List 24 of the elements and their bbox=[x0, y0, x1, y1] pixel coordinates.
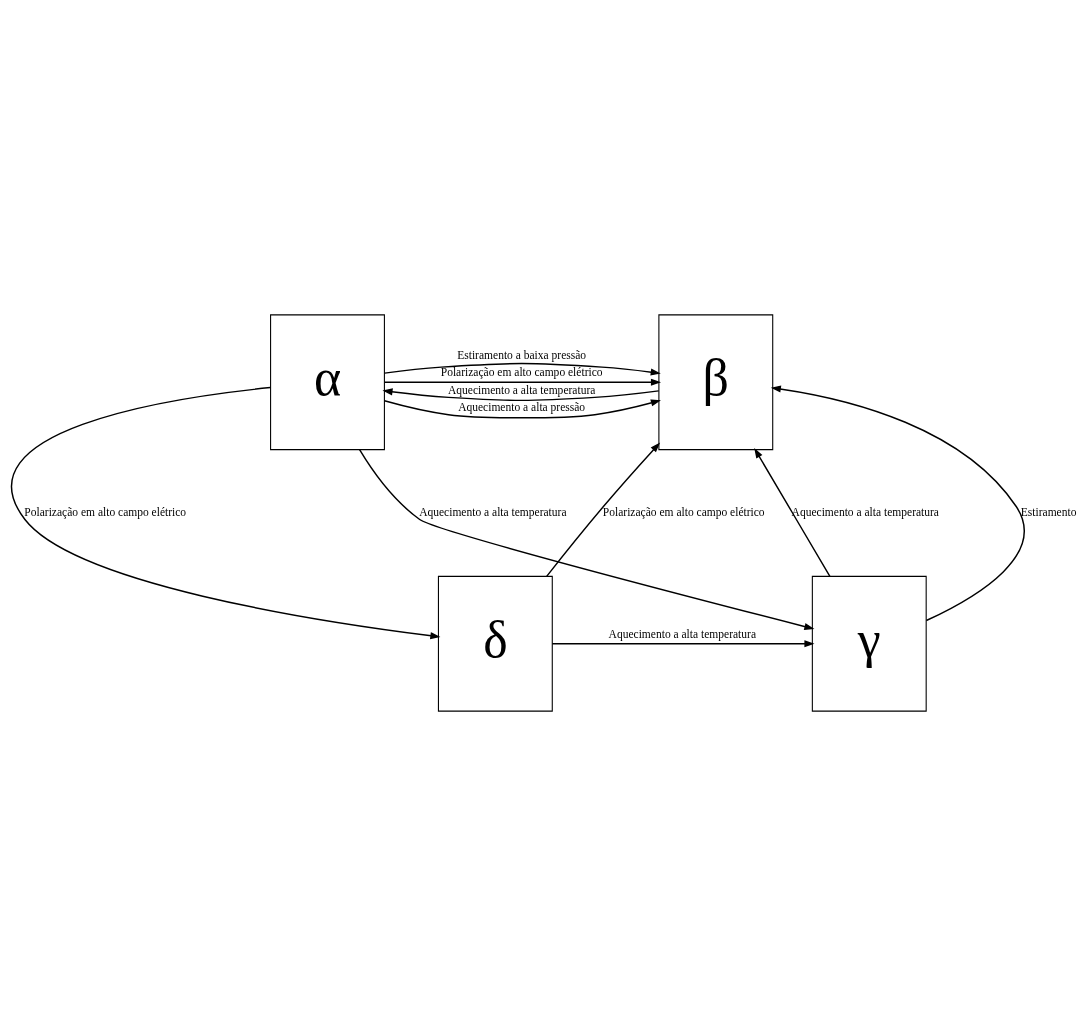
edge-label: Estiramento a baixa pressão bbox=[457, 348, 587, 361]
node-box: β bbox=[658, 313, 774, 450]
edge-label: Polarização em alto campo elétrico bbox=[24, 505, 187, 518]
arrow bbox=[358, 448, 815, 630]
edge-label: Aquecimento a alta temperatura bbox=[447, 383, 596, 396]
arrow bbox=[770, 385, 1025, 621]
node-box: γ bbox=[811, 575, 927, 712]
arrow bbox=[383, 378, 661, 386]
arrow bbox=[382, 387, 660, 401]
arrow bbox=[383, 399, 661, 419]
edge-label: Aquecimento a alta temperatura bbox=[419, 505, 567, 518]
edge-label: Estiramento bbox=[1020, 505, 1077, 518]
edge-label: Polarização em alto campo elétrico bbox=[440, 365, 603, 378]
arrow bbox=[754, 447, 831, 577]
arrow bbox=[545, 442, 661, 577]
arrow bbox=[11, 386, 441, 639]
edge-label: Aquecimento a alta temperatura bbox=[791, 505, 939, 518]
node-box: α bbox=[270, 313, 385, 450]
node-box: δ bbox=[437, 575, 553, 712]
edge-label: Aquecimento a alta pressão bbox=[458, 400, 586, 413]
edge-label: Aquecimento a alta temperatura bbox=[608, 627, 757, 640]
arrow bbox=[551, 639, 815, 647]
arrow bbox=[383, 362, 661, 376]
edge-label: Polarização em alto campo elétrico bbox=[602, 505, 765, 518]
